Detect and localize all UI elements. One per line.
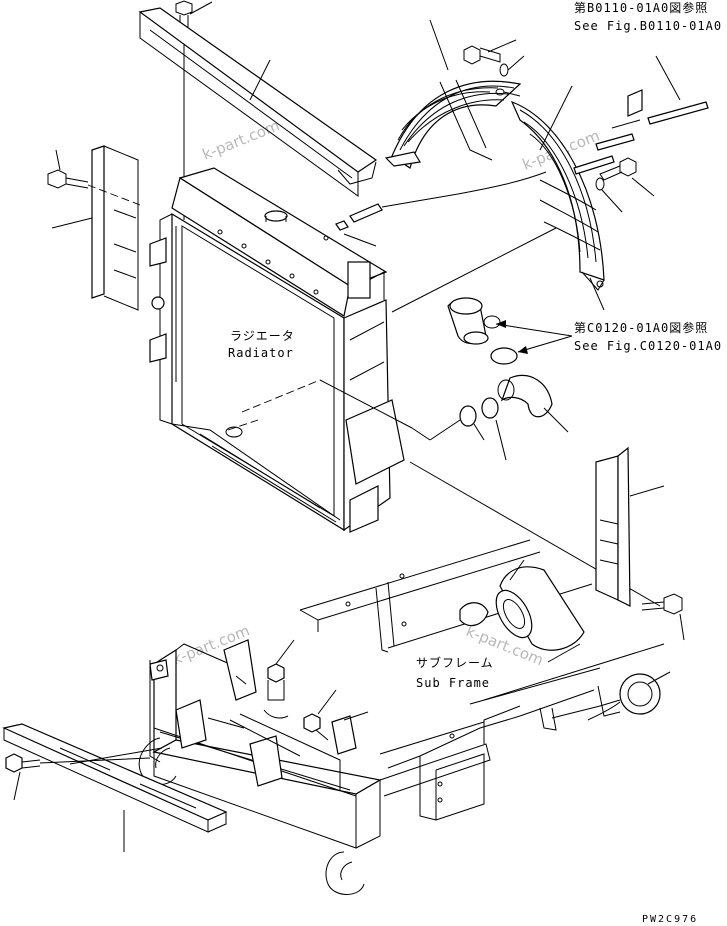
reference-hoses-jp: 第C0120-01A0図参照 (574, 320, 708, 335)
reference-fan-guard-en: See Fig.B0110-01A0 (574, 19, 722, 33)
label-radiator-jp: ラジエータ (230, 329, 295, 343)
hoses-and-clamps (411, 297, 573, 461)
watermark-1: k-part.com (200, 116, 282, 163)
rod-assembly (573, 55, 709, 175)
fan-guard-bolts (463, 39, 655, 213)
reference-hoses-en: See Fig.C0120-01A0 (574, 339, 722, 353)
label-sub-frame: サブフレーム Sub Frame (416, 655, 494, 690)
fan-guard (384, 19, 605, 291)
under-cover-bar (2, 723, 228, 852)
radiator-assembly (149, 167, 405, 533)
left-side-seal (47, 145, 141, 311)
label-sub-frame-jp: サブフレーム (416, 655, 494, 670)
drawing-code: PW2C976 (642, 914, 698, 925)
top-shroud-bar (138, 7, 378, 197)
label-sub-frame-en: Sub Frame (416, 676, 490, 690)
label-radiator: ラジエータ Radiator (228, 329, 295, 360)
label-radiator-en: Radiator (228, 346, 294, 360)
reference-fan-guard-jp: 第B0110-01A0図参照 (574, 0, 708, 15)
reference-fan-guard: 第B0110-01A0図参照 See Fig.B0110-01A0 (574, 0, 722, 33)
sub-frame (138, 539, 671, 895)
drain-pipe-fittings (323, 171, 547, 247)
reference-hoses: 第C0120-01A0図参照 See Fig.C0120-01A0 (574, 320, 722, 353)
right-side-seal (595, 446, 685, 641)
